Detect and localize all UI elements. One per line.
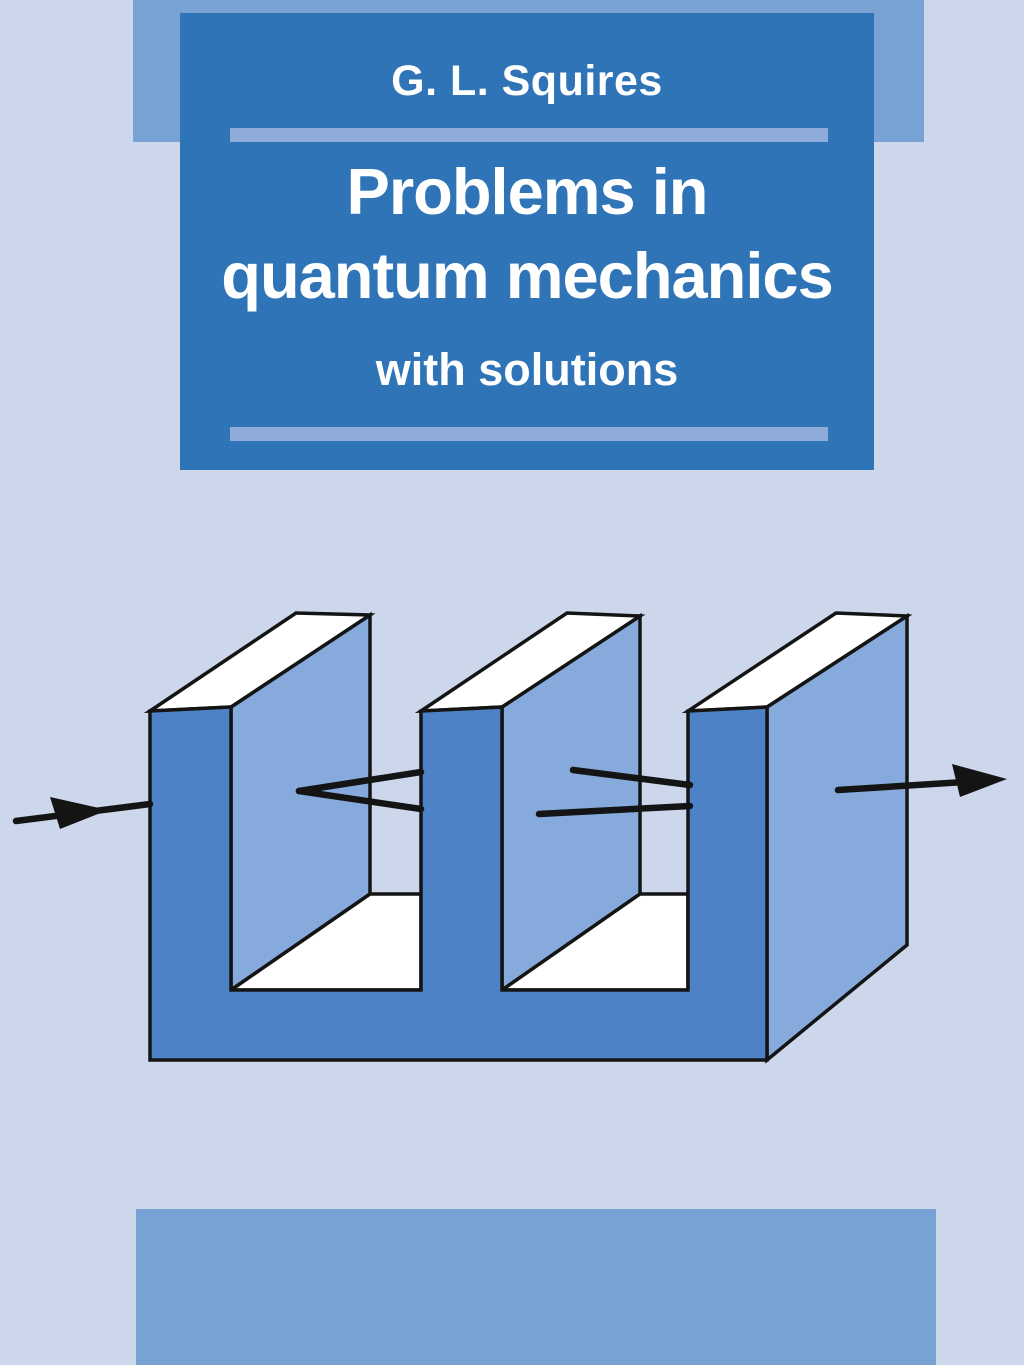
comb-front-face — [148, 705, 769, 1062]
bottom-band — [136, 1209, 936, 1365]
exit-arrow-head — [952, 764, 1007, 797]
well1-ray-upper — [295, 768, 425, 795]
well1-ray-lower — [295, 787, 425, 813]
exit-arrow-line — [834, 777, 984, 794]
author-name: G. L. Squires — [391, 57, 663, 105]
book-subtitle: with solutions — [375, 344, 679, 395]
divider-rule-bottom — [230, 427, 828, 441]
book-title-line2: quantum mechanics — [221, 239, 833, 312]
divider-rule-top — [230, 128, 828, 142]
entry-arrow-head — [50, 797, 108, 829]
well2-ray-upper — [569, 766, 694, 789]
title-panel: G. L. Squires Problems in quantum mechan… — [180, 13, 874, 470]
book-title-line1: Problems in — [346, 155, 708, 228]
well2-ray-lower — [535, 802, 694, 818]
